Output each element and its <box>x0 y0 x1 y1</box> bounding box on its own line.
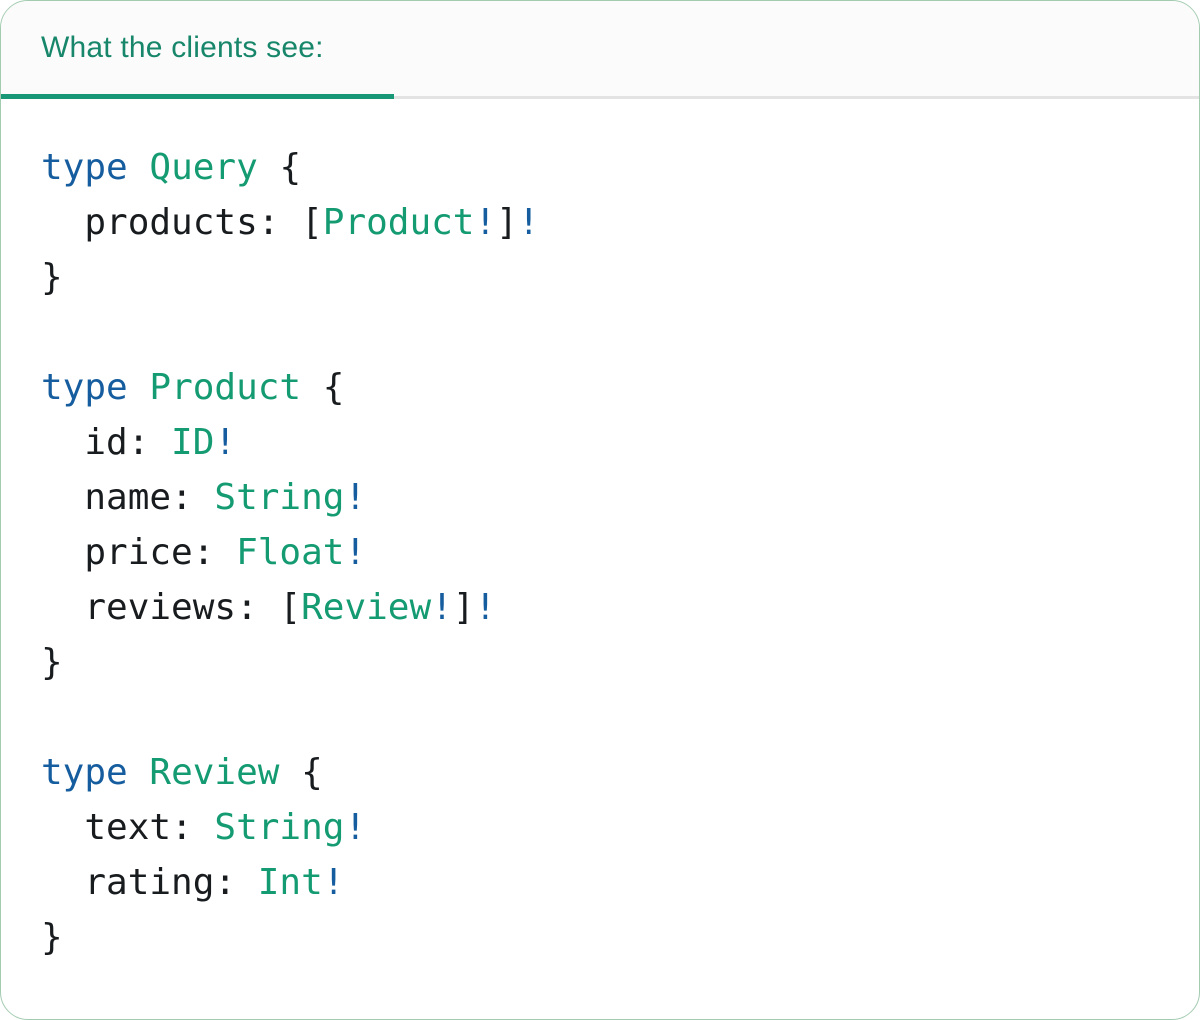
code-token: Query <box>149 147 258 188</box>
code-token: ID <box>171 422 215 463</box>
code-token: text: <box>41 807 215 848</box>
code-token: ! <box>431 587 453 628</box>
code-token: Int <box>257 862 323 903</box>
code-token: Review <box>149 752 280 793</box>
code-token: rating: <box>41 862 258 903</box>
code-token: { <box>301 367 345 408</box>
code-token: } <box>41 257 63 298</box>
code-token: ! <box>517 202 540 243</box>
code-token: ] <box>496 202 518 243</box>
code-token: ! <box>344 532 367 573</box>
code-line: reviews: [Review!]! <box>41 580 1159 635</box>
code-line: name: String! <box>41 470 1159 525</box>
code-token: Product <box>149 367 302 408</box>
code-token: type <box>41 147 128 188</box>
code-token: ! <box>322 862 345 903</box>
code-line: type Review { <box>41 745 1159 800</box>
code-token: { <box>279 752 323 793</box>
code-line <box>41 690 1159 745</box>
code-token: ] <box>452 587 475 628</box>
code-line: type Query { <box>41 140 1159 195</box>
code-line: price: Float! <box>41 525 1159 580</box>
code-token: ! <box>344 807 367 848</box>
code-token: price: <box>41 532 237 573</box>
code-line: text: String! <box>41 800 1159 855</box>
active-tab-indicator <box>1 94 394 99</box>
code-line <box>41 305 1159 360</box>
code-token: Float <box>236 532 345 573</box>
code-token: name: <box>41 477 215 518</box>
code-token: type <box>41 367 128 408</box>
code-token: products: [ <box>41 202 323 243</box>
code-line: } <box>41 910 1159 965</box>
code-token: Product <box>322 202 475 243</box>
code-token: id: <box>41 422 172 463</box>
tab-what-clients-see[interactable]: What the clients see: <box>41 31 324 64</box>
code-token: } <box>41 917 63 958</box>
code-token: } <box>41 642 63 683</box>
tab-bar: What the clients see: <box>1 1 1199 99</box>
code-token: ! <box>344 477 367 518</box>
code-token: reviews: [ <box>41 587 302 628</box>
code-token <box>128 147 150 188</box>
code-token: ! <box>474 587 497 628</box>
code-token: String <box>214 807 345 848</box>
code-line: type Product { <box>41 360 1159 415</box>
code-token: Review <box>301 587 432 628</box>
code-token <box>128 367 150 408</box>
code-line: } <box>41 250 1159 305</box>
code-token: ! <box>474 202 497 243</box>
code-block: type Query { products: [Product!]!}type … <box>1 99 1199 965</box>
code-line: } <box>41 635 1159 690</box>
code-token <box>128 752 150 793</box>
code-line: products: [Product!]! <box>41 195 1159 250</box>
code-token: { <box>257 147 302 188</box>
code-token: ! <box>214 422 237 463</box>
code-line: rating: Int! <box>41 855 1159 910</box>
code-line: id: ID! <box>41 415 1159 470</box>
code-token: String <box>214 477 345 518</box>
code-token: type <box>41 752 128 793</box>
